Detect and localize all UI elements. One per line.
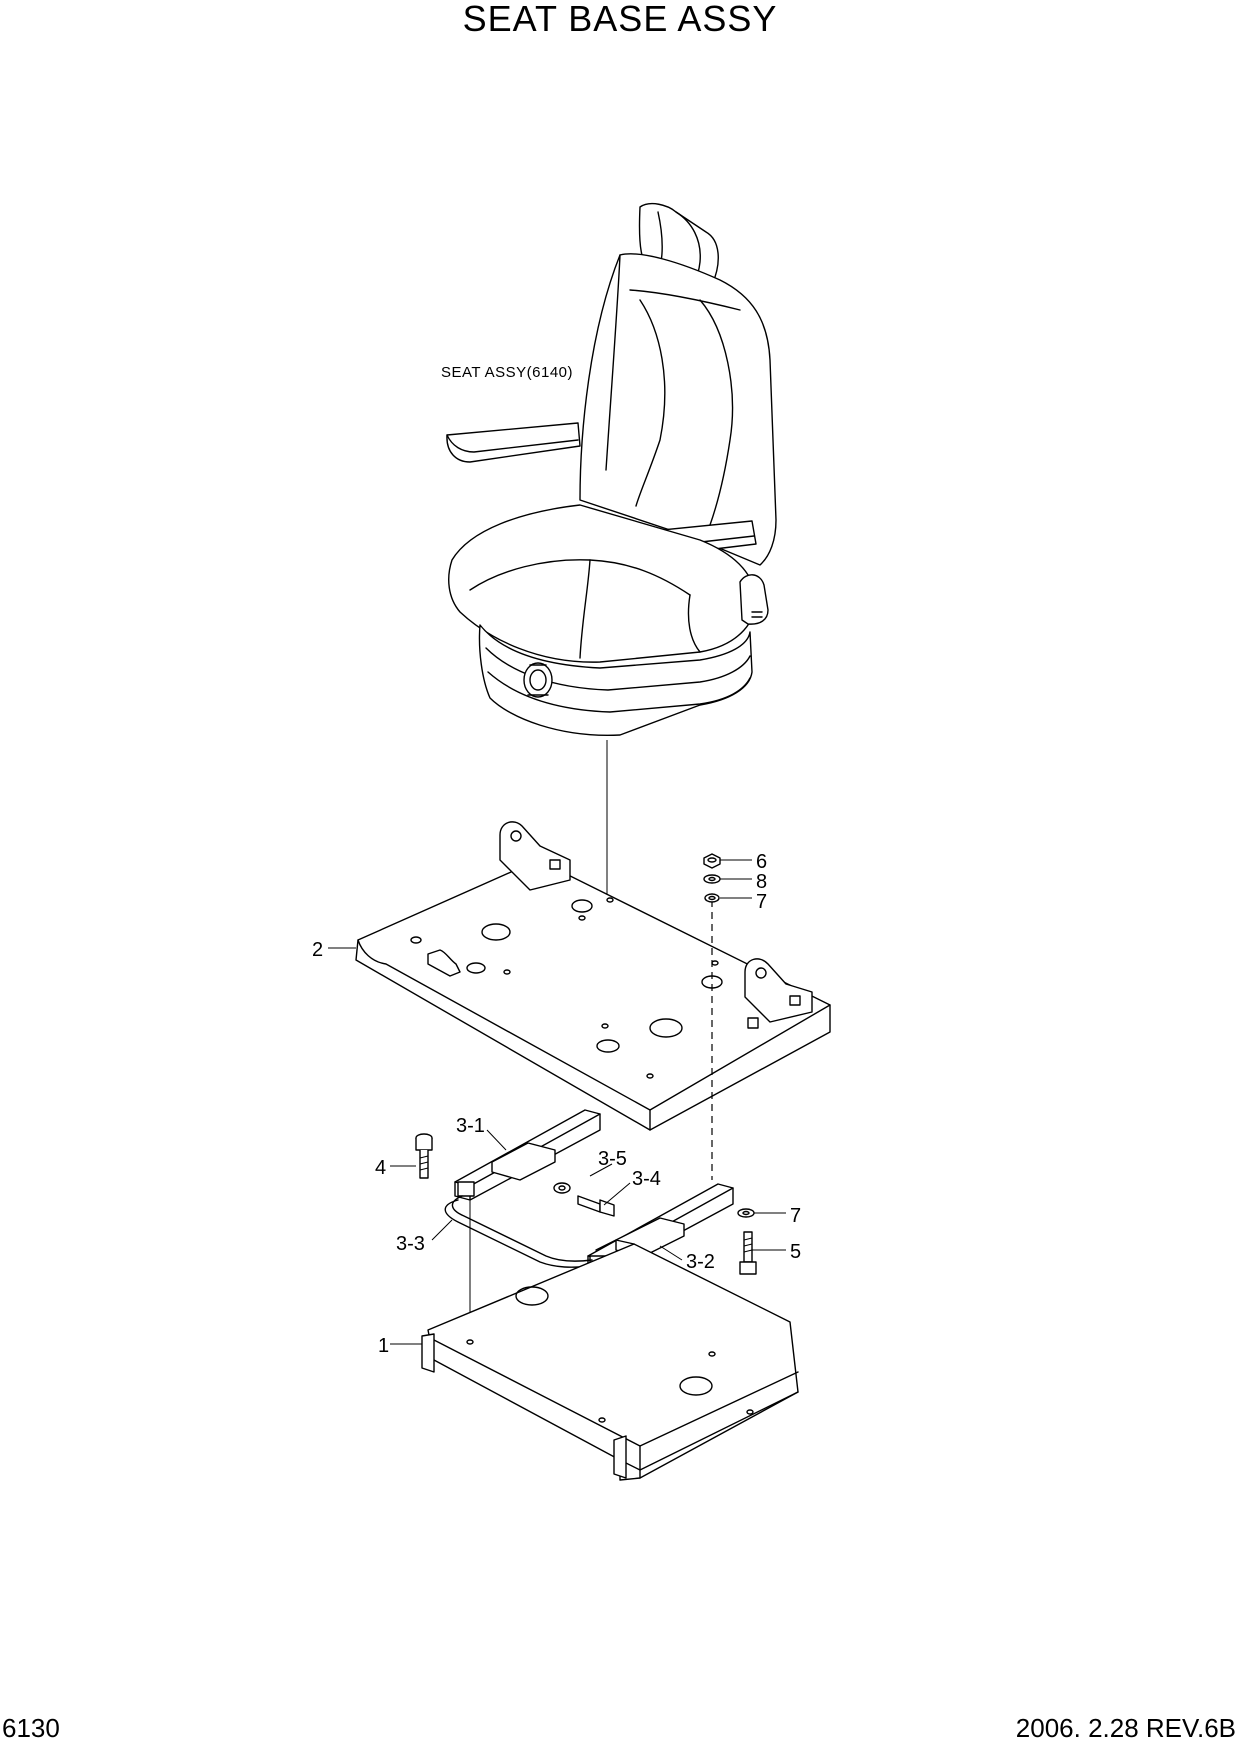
callout-6: 6 [756,851,767,873]
callout-7-lower: 7 [790,1205,801,1227]
bolt-3-4 [577,1195,615,1217]
fastener-stack [703,853,721,903]
callout-3-4: 3-4 [632,1168,661,1190]
page-number: 6130 [2,1713,60,1743]
callout-1: 1 [378,1335,389,1357]
callout-3-2: 3-2 [686,1251,715,1273]
callout-8: 8 [756,871,767,893]
callout-3-1: 3-1 [456,1115,485,1137]
revision-label: 2006. 2.28 REV.6B [1015,1713,1236,1743]
callout-3-5: 3-5 [598,1148,627,1170]
seat-assembly [446,202,777,736]
lower-base [421,1239,799,1481]
page-title: SEAT BASE ASSY [462,0,778,39]
bolt-5 [739,1231,757,1275]
seat-assy-note: SEAT ASSY(6140) [441,364,573,381]
callout-3-3: 3-3 [396,1233,425,1255]
callout-4: 4 [375,1157,386,1179]
callout-5: 5 [790,1241,801,1263]
bolt-4 [415,1133,433,1179]
washer-7-lower [737,1208,755,1218]
slide-rails [444,1109,734,1275]
callout-2: 2 [312,939,323,961]
callout-7-upper: 7 [756,891,767,913]
washer-3-5 [553,1182,571,1194]
leader-lines [328,859,786,1345]
